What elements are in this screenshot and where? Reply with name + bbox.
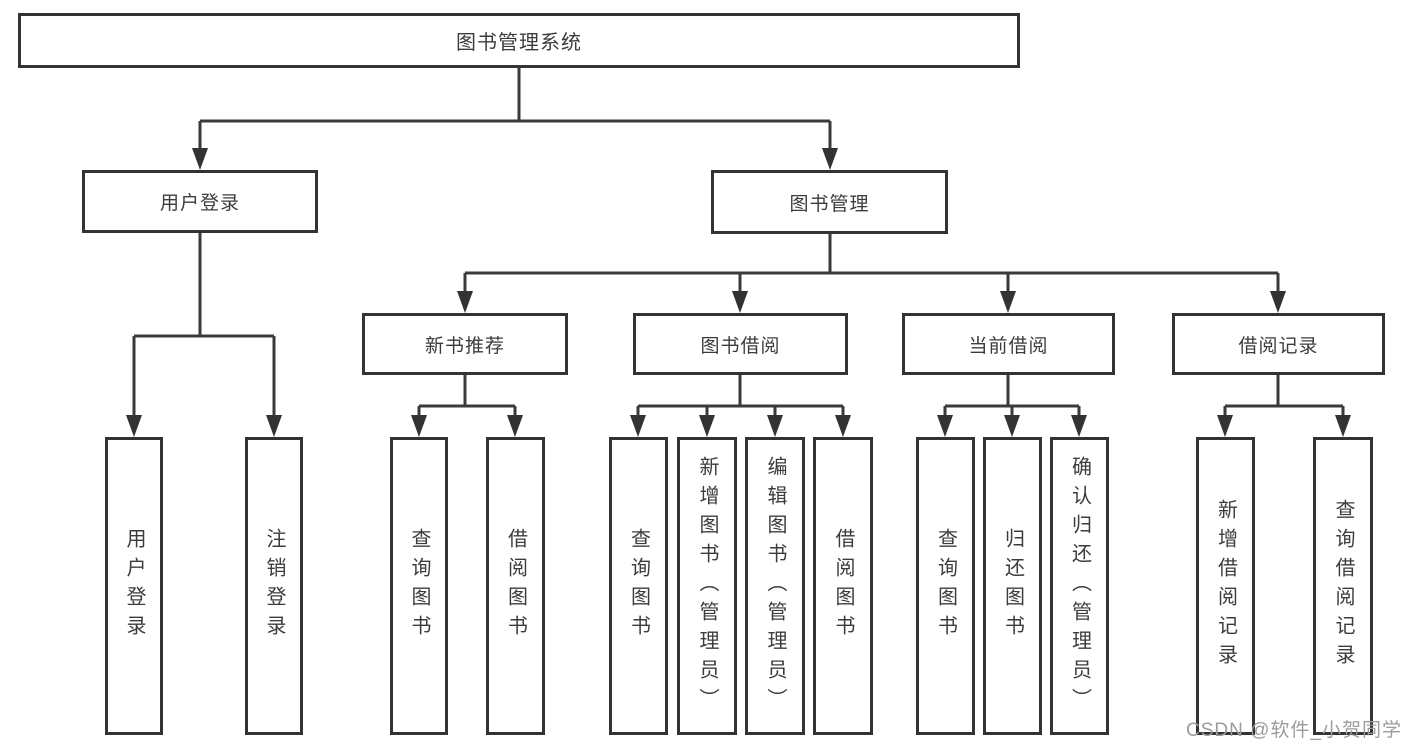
node-book-borrowing-label: 图书借阅 [700,335,781,357]
leaf-borrow-books-recommend: 借阅图书 [486,437,545,735]
node-user-login-label: 用户登录 [159,193,240,214]
leaf-edit-book-admin: 编辑图书（管理员） [745,437,805,735]
leaf-add-book-admin: 新增图书（管理员） [677,437,737,735]
node-new-book-recommend-label: 新书推荐 [424,335,505,357]
node-library-system-label: 图书管理系统 [456,32,582,54]
leaf-query-books-borrowing: 查询图书 [609,437,668,735]
leaf-user-login: 用户登录 [105,437,163,735]
leaf-borrow-books-borrowing-label: 借阅图书 [832,528,854,644]
node-borrowing-records: 借阅记录 [1172,313,1385,375]
leaf-add-borrow-record: 新增借阅记录 [1196,437,1255,735]
leaf-borrow-books-recommend-label: 借阅图书 [504,528,527,644]
leaf-return-book: 归还图书 [983,437,1042,735]
node-current-borrowing: 当前借阅 [902,313,1115,375]
leaf-return-book-label: 归还图书 [1001,528,1024,644]
leaf-add-borrow-record-label: 新增借阅记录 [1214,499,1237,673]
leaf-query-books-current-label: 查询图书 [934,528,957,644]
leaf-query-borrow-record-label: 查询借阅记录 [1332,499,1354,673]
csdn-watermark: CSDN @软件_小贺同学 [1186,720,1402,741]
node-book-borrowing: 图书借阅 [633,313,848,375]
leaf-confirm-return-admin: 确认归还（管理员） [1050,437,1109,735]
leaf-query-books-recommend: 查询图书 [390,437,448,735]
node-current-borrowing-label: 当前借阅 [968,335,1049,357]
leaf-logout-label: 注销登录 [263,528,285,644]
leaf-user-login-label: 用户登录 [123,528,145,644]
leaf-query-borrow-record: 查询借阅记录 [1313,437,1373,735]
leaf-add-book-admin-label: 新增图书（管理员） [696,455,718,717]
leaf-logout: 注销登录 [245,437,303,735]
leaf-query-books-current: 查询图书 [916,437,975,735]
leaf-confirm-return-admin-label: 确认归还（管理员） [1068,455,1091,717]
node-library-system: 图书管理系统 [18,13,1020,68]
node-new-book-recommend: 新书推荐 [362,313,568,375]
leaf-edit-book-admin-label: 编辑图书（管理员） [764,455,786,717]
leaf-query-books-recommend-label: 查询图书 [408,528,430,644]
node-user-login: 用户登录 [82,170,318,233]
node-book-management-label: 图书管理 [789,193,870,215]
node-book-management: 图书管理 [711,170,948,234]
node-borrowing-records-label: 借阅记录 [1238,335,1319,357]
leaf-query-books-borrowing-label: 查询图书 [627,528,650,644]
leaf-borrow-books-borrowing: 借阅图书 [813,437,873,735]
